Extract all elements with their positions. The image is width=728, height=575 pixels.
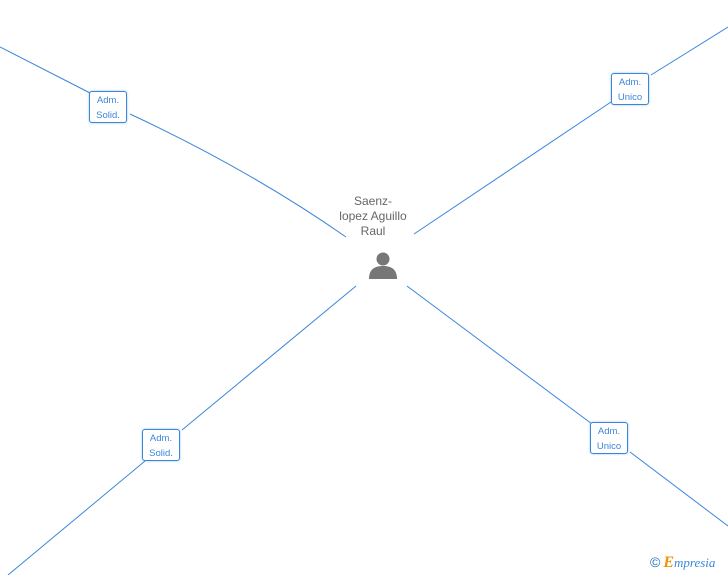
role-box-bottom-left[interactable]: Adm. Solid.: [142, 429, 180, 461]
role-label-line-2: Unico: [596, 441, 622, 452]
person-name-line-2: lopez Aguillo: [339, 209, 407, 223]
role-label-line-1: Adm.: [149, 433, 173, 444]
person-name-line-3: Raul: [360, 224, 386, 238]
role-label-line-2: Solid.: [149, 448, 173, 459]
person-name[interactable]: Saenz- lopez Aguillo Raul: [323, 194, 423, 239]
role-box-top-left[interactable]: Adm. Solid.: [89, 91, 127, 123]
edge-bottom-left-inner: [181, 285, 357, 431]
edge-top-left-inner: [129, 113, 347, 238]
role-label-line-2: Solid.: [96, 110, 120, 121]
role-label-line-2: Unico: [617, 92, 643, 103]
edge-bottom-left-outer: [7, 460, 146, 575]
edge-bottom-right-inner: [406, 285, 593, 425]
person-name-line-1: Saenz-: [353, 194, 393, 208]
edge-bottom-right-outer: [629, 451, 728, 527]
role-label-line-1: Adm.: [618, 77, 642, 88]
brand-name: mpresia: [674, 555, 716, 570]
brand-logo-letter: E: [663, 554, 674, 571]
copyright-icon: ©: [650, 554, 661, 570]
person-icon[interactable]: [368, 250, 398, 280]
edge-top-right-inner: [413, 101, 612, 235]
role-box-bottom-right[interactable]: Adm. Unico: [590, 422, 628, 454]
role-box-top-right[interactable]: Adm. Unico: [611, 73, 649, 105]
role-label-line-1: Adm.: [597, 426, 621, 437]
brand-watermark[interactable]: ©Empresia: [650, 554, 715, 572]
edge-top-left-outer: [0, 46, 93, 95]
edge-top-right-outer: [650, 26, 728, 76]
role-label-line-1: Adm.: [96, 95, 120, 106]
